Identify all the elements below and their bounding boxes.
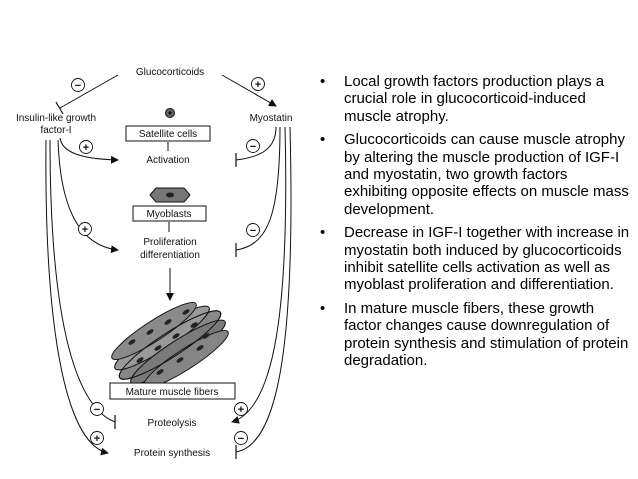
myostatin-label: Myostatin bbox=[250, 113, 293, 124]
myostatin-to-proliferation-inhibit bbox=[235, 126, 281, 251]
minus-sign-igf-proteolysis: − bbox=[90, 402, 104, 416]
svg-text:−: − bbox=[238, 433, 244, 445]
svg-text:−: − bbox=[250, 225, 256, 237]
plus-sign-myostatin-proteolysis: + bbox=[234, 402, 248, 416]
gluco-to-igf-inhibit-bar bbox=[55, 101, 64, 115]
proliferation-label-line2: differentiation bbox=[140, 250, 200, 261]
minus-sign-igf-top: − bbox=[71, 78, 85, 92]
mature-fibers-box bbox=[109, 382, 236, 400]
igf-label-line2: factor-I bbox=[40, 125, 71, 136]
bullet-item: In mature muscle fibers, these growth fa… bbox=[318, 300, 630, 370]
glucocorticoids-label: Glucocorticoids bbox=[136, 67, 204, 78]
satellite-cell-icon bbox=[165, 108, 175, 118]
minus-sign-myostatin-proliferation: − bbox=[246, 223, 260, 237]
svg-text:+: + bbox=[238, 404, 244, 416]
plus-sign-igf-protein-synthesis: + bbox=[90, 431, 104, 445]
plus-sign-igf-proliferation: + bbox=[78, 222, 92, 236]
minus-sign-myostatin-activation: − bbox=[246, 139, 260, 153]
igf-to-proteolysis-inhibit bbox=[49, 139, 116, 423]
plus-sign-myostatin-top: + bbox=[251, 77, 265, 91]
igf-to-activation-arrow bbox=[59, 137, 119, 164]
muscle-fibers-bundle-icon bbox=[111, 302, 229, 388]
bullet-item: Glucocorticoids can cause muscle atrophy… bbox=[318, 131, 630, 218]
satellite-cells-box bbox=[125, 125, 211, 142]
plus-sign-igf-activation: + bbox=[79, 140, 93, 154]
glucocorticoid-muscle-diagram: Glucocorticoids − + Insulin-like growth … bbox=[16, 67, 293, 459]
myoblasts-label: Myoblasts bbox=[146, 209, 191, 220]
myostatin-to-protein-synthesis-inhibit bbox=[235, 126, 292, 453]
proliferation-label-line1: Proliferation bbox=[143, 237, 196, 248]
satellite-cells-label: Satellite cells bbox=[139, 129, 197, 140]
myostatin-to-proteolysis-arrow bbox=[231, 126, 287, 424]
summary-bullet-list: Local growth factors production plays a … bbox=[318, 73, 630, 376]
svg-text:+: + bbox=[83, 142, 89, 154]
svg-text:+: + bbox=[82, 224, 88, 236]
igf-to-protein-synthesis-arrow bbox=[45, 139, 109, 456]
svg-text:−: − bbox=[75, 80, 81, 92]
myostatin-to-activation-inhibit bbox=[235, 126, 277, 161]
myoblasts-box bbox=[132, 205, 207, 222]
activation-label: Activation bbox=[146, 155, 189, 166]
mature-fibers-label: Mature muscle fibers bbox=[126, 387, 219, 398]
igf-label-line1: Insulin-like growth bbox=[16, 113, 96, 124]
bullet-item: Decrease in IGF-I together with increase… bbox=[318, 224, 630, 294]
svg-text:−: − bbox=[94, 404, 100, 416]
gluco-to-igf-inhibit-line bbox=[59, 74, 119, 109]
protein-synthesis-label: Protein synthesis bbox=[134, 448, 210, 459]
svg-text:−: − bbox=[250, 141, 256, 153]
proteolysis-label: Proteolysis bbox=[148, 418, 197, 429]
myoblast-cell-icon bbox=[149, 187, 191, 203]
igf-to-proliferation-arrow bbox=[57, 139, 119, 254]
svg-text:+: + bbox=[94, 433, 100, 445]
bullet-item: Local growth factors production plays a … bbox=[318, 73, 630, 125]
svg-text:+: + bbox=[255, 79, 261, 91]
gluco-to-myostatin-arrow bbox=[221, 74, 277, 107]
minus-sign-myostatin-protein-synthesis: − bbox=[234, 431, 248, 445]
